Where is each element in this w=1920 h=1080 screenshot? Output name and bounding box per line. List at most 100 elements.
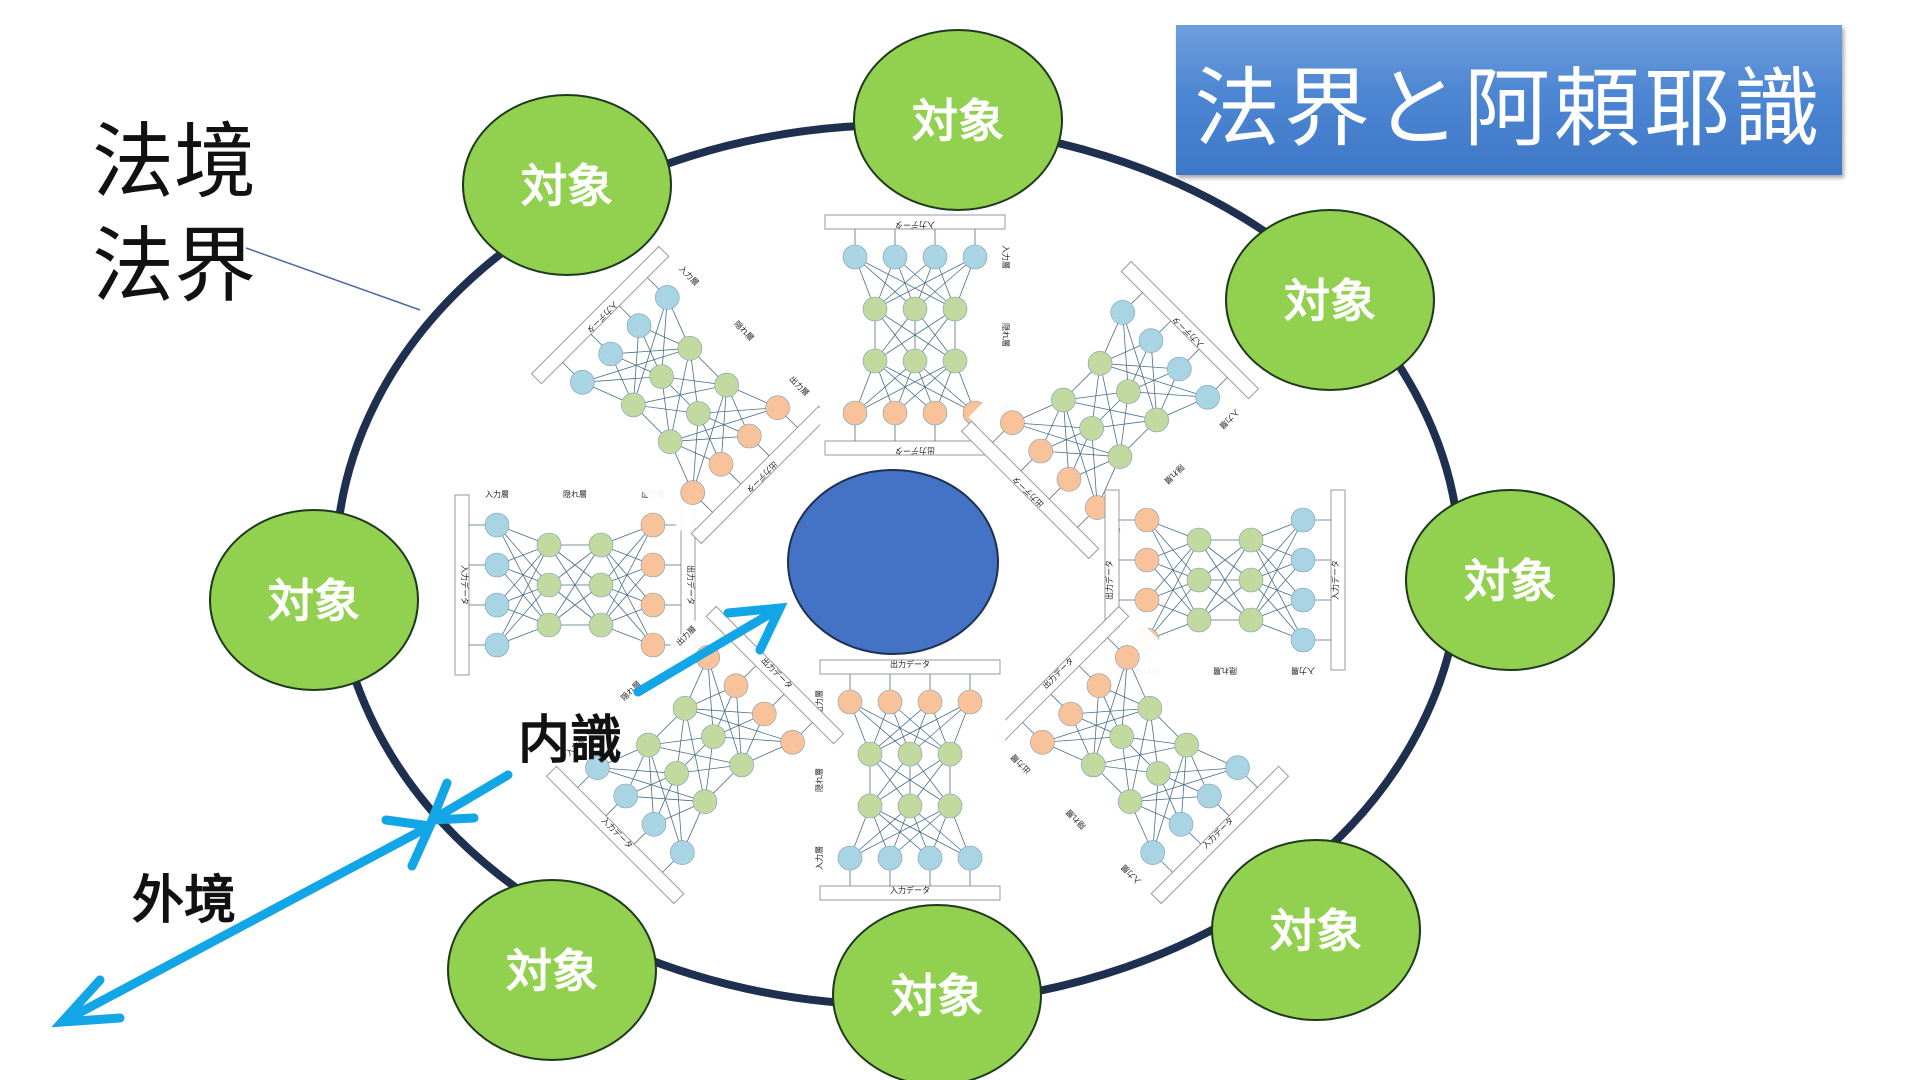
- object-circle: [462, 94, 672, 276]
- dharma-realm-label-1: 法境: [92, 115, 257, 210]
- network-edge: [1250, 519, 1304, 581]
- network-node: [484, 552, 510, 578]
- object-node: 対象: [462, 94, 672, 276]
- output-data-bar: [819, 659, 1001, 675]
- network-node: [1290, 587, 1316, 613]
- network-node: [1290, 547, 1316, 573]
- network-node: [1238, 567, 1264, 593]
- object-node: 対象: [209, 509, 419, 691]
- object-circle: [1405, 489, 1615, 671]
- network-edge: [1146, 539, 1200, 641]
- network-node: [837, 845, 863, 871]
- network-edge: [854, 256, 956, 310]
- network-edge: [1146, 579, 1200, 641]
- network-node: [1186, 567, 1212, 593]
- input-data-label: 入力データ: [895, 220, 935, 230]
- network-edge: [610, 347, 690, 355]
- inner-consciousness-label: 内識: [518, 711, 623, 771]
- network-node: [1186, 527, 1212, 553]
- neural-network-group: 入力層隠れ層出力層入力データ出力データ入力層隠れ層出力層入力データ出力データ入力…: [454, 214, 1346, 905]
- network-node: [877, 845, 903, 871]
- network-node: [780, 729, 805, 755]
- network-edge: [600, 524, 654, 626]
- network-node: [677, 336, 703, 361]
- object-circles: 対象対象対象対象対象対象対象対象: [209, 29, 1615, 1080]
- network-node: [917, 845, 943, 871]
- hidden-layer-label: 隠れ層: [1001, 323, 1011, 347]
- input-data-bar: [824, 214, 1006, 230]
- object-label: 対象: [268, 574, 360, 628]
- network-edge: [707, 657, 714, 737]
- network-edge: [1070, 707, 1150, 715]
- input-data-bar: [545, 765, 685, 905]
- network-node: [882, 400, 908, 426]
- network-node: [922, 244, 948, 270]
- network-node: [751, 701, 777, 727]
- network-edge: [1042, 736, 1122, 743]
- hidden-layer-label: 隠れ層: [563, 489, 587, 499]
- network-node: [636, 732, 661, 758]
- network-node: [640, 512, 666, 538]
- network-node: [729, 752, 754, 778]
- object-circle: [1225, 209, 1435, 391]
- network-edge: [582, 347, 691, 383]
- network-edge: [909, 805, 971, 859]
- network-edge: [496, 544, 550, 606]
- network-node: [1079, 416, 1104, 441]
- input-layer-label: 入力層: [1291, 666, 1315, 676]
- inner-to-boundary-arrow: [425, 770, 513, 825]
- object-label: 対象: [912, 94, 1004, 148]
- network-edge: [849, 701, 911, 755]
- network-node: [842, 400, 868, 426]
- network-edge: [874, 360, 936, 414]
- network-node: [613, 783, 639, 809]
- object-node: 対象: [1225, 209, 1435, 391]
- slide-title: 法界と阿頼耶識: [1194, 58, 1824, 159]
- network-node: [1186, 607, 1212, 633]
- network-node: [1028, 438, 1054, 464]
- network-edge: [1099, 363, 1121, 457]
- network-node: [640, 632, 666, 658]
- object-node: 対象: [1405, 489, 1615, 671]
- network-edge: [496, 544, 550, 646]
- network-node: [1238, 527, 1264, 553]
- input-data-bar: [454, 494, 470, 676]
- object-node: 対象: [853, 29, 1063, 211]
- output-data-bar: [960, 420, 1100, 560]
- network-node: [692, 789, 718, 814]
- network-node: [680, 480, 706, 505]
- network-node: [937, 793, 963, 819]
- network-node: [937, 741, 963, 767]
- network-node: [708, 451, 734, 477]
- object-circle: [209, 509, 419, 691]
- network-node: [902, 348, 928, 374]
- network-node: [1290, 507, 1316, 533]
- object-circle: [447, 879, 657, 1061]
- input-data-bar: [530, 245, 670, 385]
- label-leader-line: [245, 247, 421, 311]
- network-node: [1110, 300, 1136, 325]
- network-node: [1290, 627, 1316, 653]
- network-node: [862, 296, 888, 322]
- network-edge: [647, 745, 655, 825]
- network-node: [922, 400, 948, 426]
- network-node: [1168, 811, 1194, 837]
- network-edge: [582, 376, 662, 383]
- network-node: [484, 632, 510, 658]
- input-data-bar: [1330, 489, 1346, 671]
- network-node: [701, 724, 726, 749]
- network-node: [1225, 755, 1250, 781]
- input-layer-label: 入力層: [485, 489, 509, 499]
- network-edge: [1250, 559, 1304, 621]
- network-node: [862, 348, 888, 374]
- network-node: [897, 741, 923, 767]
- hidden-layer-label: 隠れ層: [814, 768, 824, 792]
- network-edge: [869, 753, 951, 807]
- network-node: [672, 696, 698, 721]
- network-edge: [1250, 519, 1304, 621]
- network-edge: [894, 256, 956, 310]
- network-edge: [1129, 767, 1238, 803]
- object-label: 対象: [506, 944, 598, 998]
